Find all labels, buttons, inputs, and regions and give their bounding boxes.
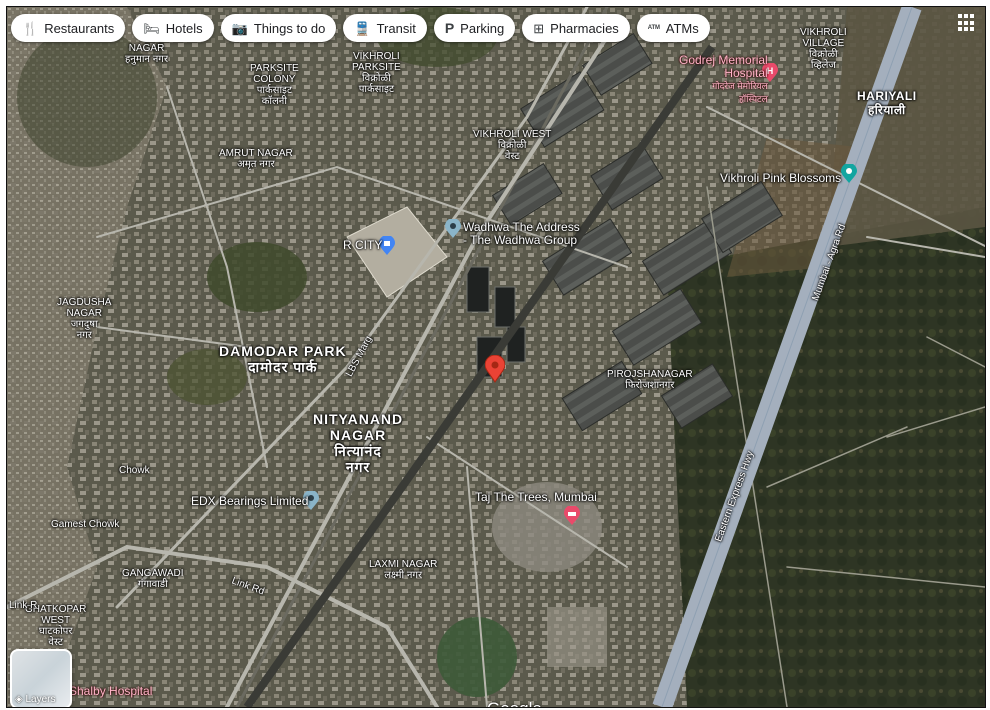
- camera-icon: 📷: [231, 20, 248, 36]
- shopping-icon[interactable]: [379, 236, 395, 256]
- camera-poi-icon[interactable]: [841, 164, 857, 184]
- chip-transit[interactable]: 🚆Transit: [343, 14, 427, 42]
- layers-icon: ◈: [15, 694, 23, 705]
- restaurant-icon: 🍴: [22, 20, 39, 36]
- transit-icon: 🚆: [354, 20, 371, 36]
- place-r-city[interactable]: R CITY: [343, 238, 383, 252]
- parking-icon: P: [444, 20, 455, 36]
- hotel-icon: 🛏: [143, 20, 160, 36]
- place-wadhwa[interactable]: Wadhwa The Address - The Wadhwa Group: [463, 220, 580, 247]
- place-shalby-hospital[interactable]: Shalby Hospital: [69, 684, 153, 698]
- road-chowk: Chowk: [119, 465, 150, 476]
- google-logo: Google: [487, 699, 542, 707]
- place-edx-bearings[interactable]: EDX Bearings Limited: [191, 494, 309, 508]
- chip-pharmacies[interactable]: ⊞Pharmacies: [522, 14, 630, 42]
- place-taj-the-trees[interactable]: Taj The Trees, Mumbai: [475, 490, 597, 504]
- map-viewport[interactable]: 🍴Restaurants 🛏Hotels 📷Things to do 🚆Tran…: [6, 6, 986, 708]
- chip-things-to-do[interactable]: 📷Things to do: [220, 14, 337, 42]
- atm-icon: ATM: [647, 25, 660, 31]
- selected-location-pin-icon[interactable]: [485, 355, 505, 383]
- road-gamest-chowk: Gamest Chowk: [51, 519, 120, 530]
- chip-hotels[interactable]: 🛏Hotels: [132, 14, 214, 42]
- place-marker-icon[interactable]: [303, 491, 319, 511]
- pharmacy-icon: ⊞: [533, 20, 545, 36]
- chip-restaurants[interactable]: 🍴Restaurants: [11, 14, 126, 42]
- satellite-map[interactable]: [7, 7, 985, 707]
- layers-button[interactable]: ◈ Layers: [10, 649, 72, 707]
- svg-text:H: H: [767, 66, 774, 76]
- layers-label: ◈ Layers: [15, 694, 56, 705]
- hotel-poi-icon[interactable]: [564, 506, 580, 526]
- place-vikhroli-pink-blossoms[interactable]: Vikhroli Pink Blossoms: [720, 171, 842, 185]
- hospital-icon[interactable]: H: [762, 63, 778, 83]
- category-chips: 🍴Restaurants 🛏Hotels 📷Things to do 🚆Tran…: [11, 14, 710, 42]
- apps-grid-icon[interactable]: [957, 13, 977, 33]
- place-marker-icon[interactable]: [445, 219, 461, 239]
- road-link-r: Link R: [9, 600, 38, 611]
